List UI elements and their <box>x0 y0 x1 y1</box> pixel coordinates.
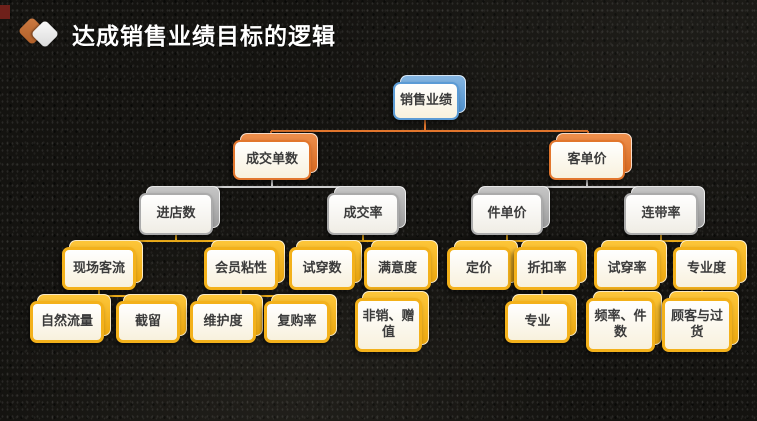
node-member-stickiness: 会员粘性 <box>204 240 285 290</box>
node-label: 顾客与过货 <box>662 298 732 352</box>
node-label: 截留 <box>116 301 180 343</box>
node-label: 客单价 <box>549 140 625 180</box>
node-label: 销售业绩 <box>393 82 459 120</box>
node-label: 频率、件数 <box>586 298 655 352</box>
connector-level2-gray <box>175 180 662 194</box>
node-nonsales-gifting: 非销、赠值 <box>355 291 429 352</box>
node-frequency-pieces: 频率、件数 <box>586 291 662 352</box>
node-conversion-rate: 成交率 <box>327 186 406 235</box>
node-discount-rate: 折扣率 <box>514 240 587 290</box>
node-repurchase-rate: 复购率 <box>264 294 337 343</box>
node-professionalism: 专业度 <box>673 240 747 290</box>
node-tryon-count: 试穿数 <box>289 240 362 290</box>
node-label: 非销、赠值 <box>355 298 422 352</box>
node-label: 自然流量 <box>30 301 104 343</box>
node-store-visits: 进店数 <box>139 186 220 235</box>
node-sales-performance: 销售业绩 <box>393 75 466 120</box>
node-label: 成交单数 <box>233 140 311 180</box>
connector-level1-orange <box>270 120 589 141</box>
node-satisfaction: 满意度 <box>364 240 438 290</box>
node-onsite-traffic: 现场客流 <box>62 240 143 290</box>
node-maintenance: 维护度 <box>190 294 263 343</box>
node-avg-ticket-value: 客单价 <box>549 133 632 180</box>
node-label: 会员粘性 <box>204 247 278 290</box>
node-attachment-rate: 连带率 <box>624 186 705 235</box>
node-unit-price: 件单价 <box>471 186 550 235</box>
node-label: 进店数 <box>139 193 213 235</box>
node-label: 现场客流 <box>62 247 136 290</box>
node-transaction-count: 成交单数 <box>233 133 318 180</box>
node-interception: 截留 <box>116 294 187 343</box>
node-label: 件单价 <box>471 193 543 235</box>
node-professional: 专业 <box>505 294 577 343</box>
node-label: 维护度 <box>190 301 256 343</box>
node-label: 试穿数 <box>289 247 355 290</box>
node-label: 复购率 <box>264 301 330 343</box>
node-label: 连带率 <box>624 193 698 235</box>
node-label: 成交率 <box>327 193 399 235</box>
node-organic-traffic: 自然流量 <box>30 294 111 343</box>
slide-title: 达成销售业绩目标的逻辑 <box>72 24 336 50</box>
node-label: 折扣率 <box>514 247 580 290</box>
node-tryon-rate: 试穿率 <box>594 240 667 290</box>
node-label: 定价 <box>447 247 511 290</box>
node-label: 满意度 <box>364 247 431 290</box>
corner-accent <box>0 5 10 19</box>
node-label: 试穿率 <box>594 247 660 290</box>
node-label: 专业 <box>505 301 570 343</box>
title-row: 达成销售业绩目标的逻辑 <box>0 0 757 56</box>
node-pricing: 定价 <box>447 240 518 290</box>
node-customer-goods: 顾客与过货 <box>662 291 739 352</box>
node-label: 专业度 <box>673 247 740 290</box>
